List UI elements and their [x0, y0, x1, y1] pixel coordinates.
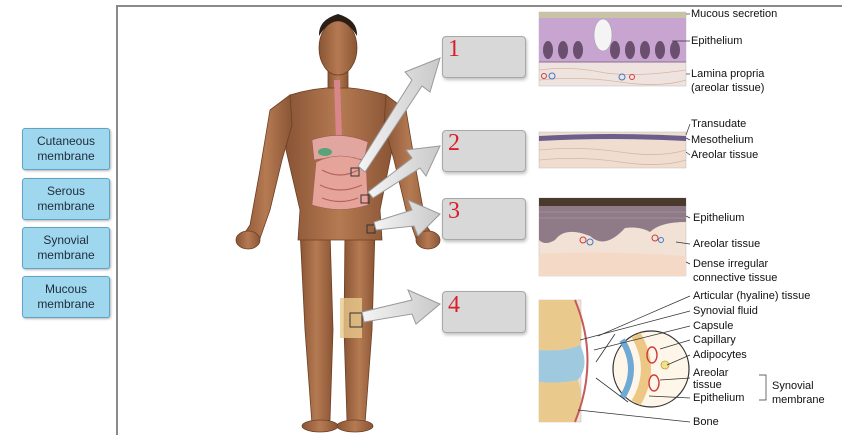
target-number-1: 1 — [448, 36, 460, 62]
label-capillary: Capillary — [693, 334, 736, 346]
drop-target-1[interactable] — [442, 36, 526, 78]
label-epithelium: Epithelium — [691, 35, 743, 47]
label-epithelium: Epithelium — [693, 392, 745, 404]
callout-arrow-1 — [357, 57, 441, 173]
label-areolar-tissue: Areolar tissue — [693, 238, 761, 250]
left-hand — [235, 230, 261, 250]
target-number-2: 2 — [448, 130, 460, 156]
label-epithelium: Epithelium — [693, 212, 745, 224]
button-label-line1: Mucous — [44, 282, 87, 296]
marker-1 — [350, 167, 360, 177]
button-label-line2: membrane — [37, 149, 95, 163]
marker-3 — [366, 224, 376, 234]
left-foot — [301, 419, 339, 433]
label-dense-irregular: Dense irregular — [693, 258, 769, 270]
head — [318, 20, 358, 76]
hair — [318, 14, 358, 36]
drop-target-3[interactable] — [442, 198, 526, 240]
label-synovial-membrane: Synovial — [772, 380, 814, 392]
tissue-panel-mucous — [538, 11, 687, 87]
label-lamina-propria-sub: (areolar tissue) — [691, 82, 765, 94]
label-areolar: Areolar — [693, 367, 729, 379]
label-areolar-sub: tissue — [693, 379, 722, 391]
button-label-line2: membrane — [37, 248, 95, 262]
drop-target-4[interactable] — [442, 291, 526, 333]
marker-2 — [360, 194, 370, 204]
callout-arrow-3 — [373, 199, 441, 237]
right-hand — [415, 230, 441, 250]
label-mucous-secretion: Mucous secretion — [691, 8, 778, 20]
label-mesothelium: Mesothelium — [691, 134, 754, 146]
knee-highlight — [340, 298, 362, 338]
right-foot — [336, 419, 374, 433]
button-label-line1: Cutaneous — [36, 134, 96, 148]
internal-organs — [311, 80, 369, 210]
target-number-4: 4 — [448, 292, 460, 318]
label-areolar-tissue: Areolar tissue — [691, 149, 759, 161]
target-number-3: 3 — [448, 198, 460, 224]
tissue-panel-serous — [538, 131, 687, 169]
label-bone: Bone — [693, 416, 719, 428]
label-lamina-propria: Lamina propria — [691, 68, 765, 80]
button-label-line1: Serous — [46, 184, 85, 198]
button-label-line2: membrane — [37, 297, 95, 311]
button-label-line2: membrane — [37, 199, 95, 213]
tissue-panel-cutaneous — [538, 197, 687, 277]
label-articular-tissue: Articular (hyaline) tissue — [693, 290, 811, 302]
marker-4 — [349, 312, 363, 328]
label-synovial-fluid: Synovial fluid — [693, 305, 758, 317]
label-dense-irregular-sub: connective tissue — [693, 272, 778, 284]
drop-target-2[interactable] — [442, 130, 526, 172]
label-transudate: Transudate — [691, 118, 747, 130]
button-label-line1: Synovial — [43, 233, 89, 247]
label-capsule: Capsule — [693, 320, 734, 332]
left-leg — [299, 229, 334, 425]
label-adipocytes: Adipocytes — [693, 349, 747, 361]
tissue-panel-synovial — [538, 299, 690, 423]
callout-arrow-4 — [361, 289, 441, 325]
left-arm — [239, 94, 293, 245]
callout-arrow-2 — [367, 145, 441, 199]
label-synovial-membrane-sub: membrane — [772, 394, 825, 406]
